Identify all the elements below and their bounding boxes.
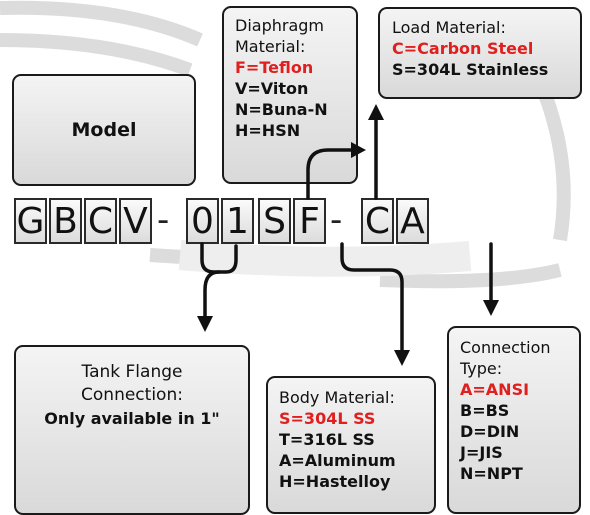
tank-flange-box: Tank Flange Connection: Only available i… <box>14 345 250 515</box>
body-material-title: Body Material: <box>279 388 395 407</box>
diaphragm-option-hsn: H=HSN <box>235 121 301 140</box>
body-option-hastelloy: H=Hastelloy <box>279 472 391 491</box>
code-letter-g: G <box>14 198 47 244</box>
code-letter-b: B <box>49 198 82 244</box>
connection-type-box: Connection Type: A=ANSI B=BS D=DIN J=JIS… <box>447 326 581 514</box>
load-option-304l-stainless: S=304L Stainless <box>392 60 549 79</box>
arrow-head-body-material <box>394 350 410 366</box>
body-option-304l-ss: S=304L SS <box>279 409 376 428</box>
arrow-head-connection <box>483 300 499 316</box>
load-material-box: Load Material: C=Carbon Steel S=304L Sta… <box>378 7 582 99</box>
arrow-to-body-material <box>340 242 404 354</box>
body-option-316l-ss: T=316L SS <box>279 430 375 449</box>
connection-option-bs: B=BS <box>460 401 510 420</box>
code-digit-1: 1 <box>221 198 254 244</box>
code-digit-0: 0 <box>186 198 219 244</box>
body-material-box: Body Material: S=304L SS T=316L SS A=Alu… <box>266 376 436 514</box>
connection-title-line1: Connection <box>460 338 551 357</box>
model-label: Model <box>71 119 137 141</box>
code-letter-v: V <box>119 198 152 244</box>
code-letter-c2: C <box>361 198 394 244</box>
arrow-to-diaphragm <box>306 148 356 200</box>
load-option-carbon-steel: C=Carbon Steel <box>392 39 534 58</box>
code-letter-f: F <box>293 198 326 244</box>
arrow-head-diaphragm <box>351 142 366 158</box>
diaphragm-title-line1: Diaphragm <box>235 16 324 35</box>
diaphragm-option-viton: V=Viton <box>235 79 309 98</box>
diaphragm-option-buna-n: N=Buna-N <box>235 100 328 119</box>
tank-flange-title-line2: Connection: <box>81 385 183 405</box>
connection-title-line2: Type: <box>460 359 503 378</box>
diaphragm-title-line2: Material: <box>235 37 306 56</box>
code-dash-2: - <box>330 200 343 240</box>
connection-option-ansi: A=ANSI <box>460 380 530 399</box>
code-letter-a: A <box>396 198 429 244</box>
body-option-aluminum: A=Aluminum <box>279 451 396 470</box>
arrow-to-tank-flange <box>200 242 238 274</box>
tank-flange-note: Only available in 1" <box>44 409 220 428</box>
connection-option-npt: N=NPT <box>460 464 523 483</box>
diaphragm-material-box: Diaphragm Material: F=Teflon V=Viton N=B… <box>222 6 358 184</box>
arrow-head-load <box>368 104 384 120</box>
tank-flange-title-line1: Tank Flange <box>81 362 183 382</box>
arrow-head-tank-flange <box>197 316 213 332</box>
code-dash-1: - <box>157 200 170 240</box>
code-letter-c: C <box>84 198 117 244</box>
connection-option-jis: J=JIS <box>460 443 503 462</box>
load-material-title: Load Material: <box>392 18 506 37</box>
connection-option-din: D=DIN <box>460 422 520 441</box>
code-letter-s: S <box>258 198 291 244</box>
model-box: Model <box>12 74 196 186</box>
diaphragm-option-teflon: F=Teflon <box>235 58 314 77</box>
